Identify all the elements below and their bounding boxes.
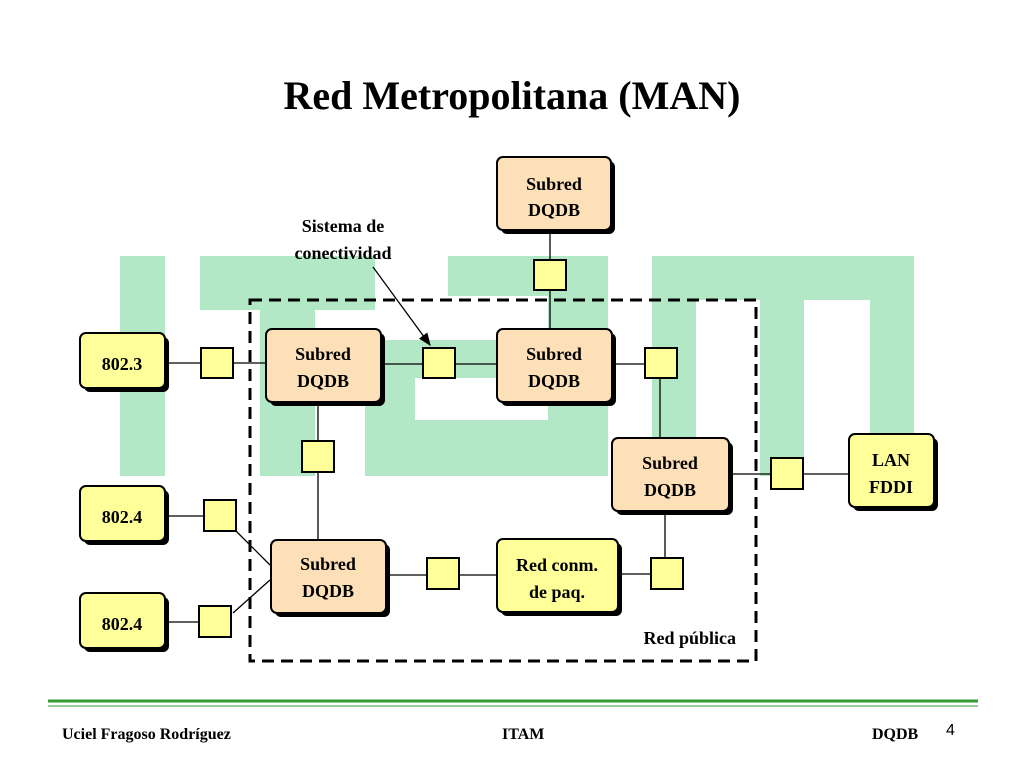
node-label: Subred <box>526 174 582 194</box>
footer-author: Uciel Fragoso Rodríguez <box>62 726 231 743</box>
node-label: Subred <box>295 344 351 364</box>
packet-switch-network: Red conm. de paq. <box>496 538 619 613</box>
subred-dqdb-top: Subred DQDB <box>496 156 612 231</box>
connector-squares <box>198 259 804 638</box>
lan-802-4-upper: 802.4 <box>79 485 166 542</box>
public-network-boundary <box>248 298 758 663</box>
subred-dqdb-center: Subred DQDB <box>496 328 613 403</box>
node-label: Subred <box>642 453 698 473</box>
connector-node <box>198 605 232 638</box>
page-number: 4 <box>946 722 955 739</box>
connector-node <box>644 347 678 379</box>
footer-institution: ITAM <box>502 726 545 743</box>
node-label: DQDB <box>297 371 349 391</box>
connector-node <box>203 499 237 532</box>
node-label: DQDB <box>528 371 580 391</box>
node-label: 802.4 <box>102 614 143 634</box>
node-label: DQDB <box>528 200 580 220</box>
subred-dqdb-bottom: Subred DQDB <box>270 539 387 614</box>
node-label: DQDB <box>302 581 354 601</box>
connector-node <box>770 457 804 490</box>
connector-node <box>422 347 456 379</box>
connector-node <box>200 347 234 379</box>
connectivity-label-line1: Sistema de <box>302 216 385 236</box>
node-label: LAN <box>872 450 910 470</box>
connector-node <box>650 557 684 590</box>
node-label: 802.4 <box>102 507 143 527</box>
node-label: 802.3 <box>102 354 143 374</box>
node-label: DQDB <box>644 480 696 500</box>
public-network-label: Red pública <box>643 628 736 648</box>
connectivity-arrow <box>372 266 431 347</box>
footer-topic: DQDB <box>872 726 919 743</box>
node-label: Red conm. <box>516 555 598 575</box>
subred-dqdb-right: Subred DQDB <box>611 437 730 512</box>
node-label: de paq. <box>529 582 585 602</box>
node-label: Subred <box>526 344 582 364</box>
lan-802-4-lower: 802.4 <box>79 592 166 649</box>
node-label: FDDI <box>869 477 913 497</box>
connectivity-label-line2: conectividad <box>295 243 392 263</box>
subred-dqdb-left: Subred DQDB <box>265 328 382 403</box>
connection-lines <box>165 230 849 623</box>
slide-title: Red Metropolitana (MAN) <box>283 73 741 118</box>
footer-rule <box>48 699 978 707</box>
connector-node <box>533 259 567 291</box>
lan-802-3: 802.3 <box>79 332 166 389</box>
lan-fddi: LAN FDDI <box>848 433 935 508</box>
node-label: Subred <box>300 554 356 574</box>
connector-node <box>426 557 460 590</box>
connector-node <box>301 440 335 473</box>
